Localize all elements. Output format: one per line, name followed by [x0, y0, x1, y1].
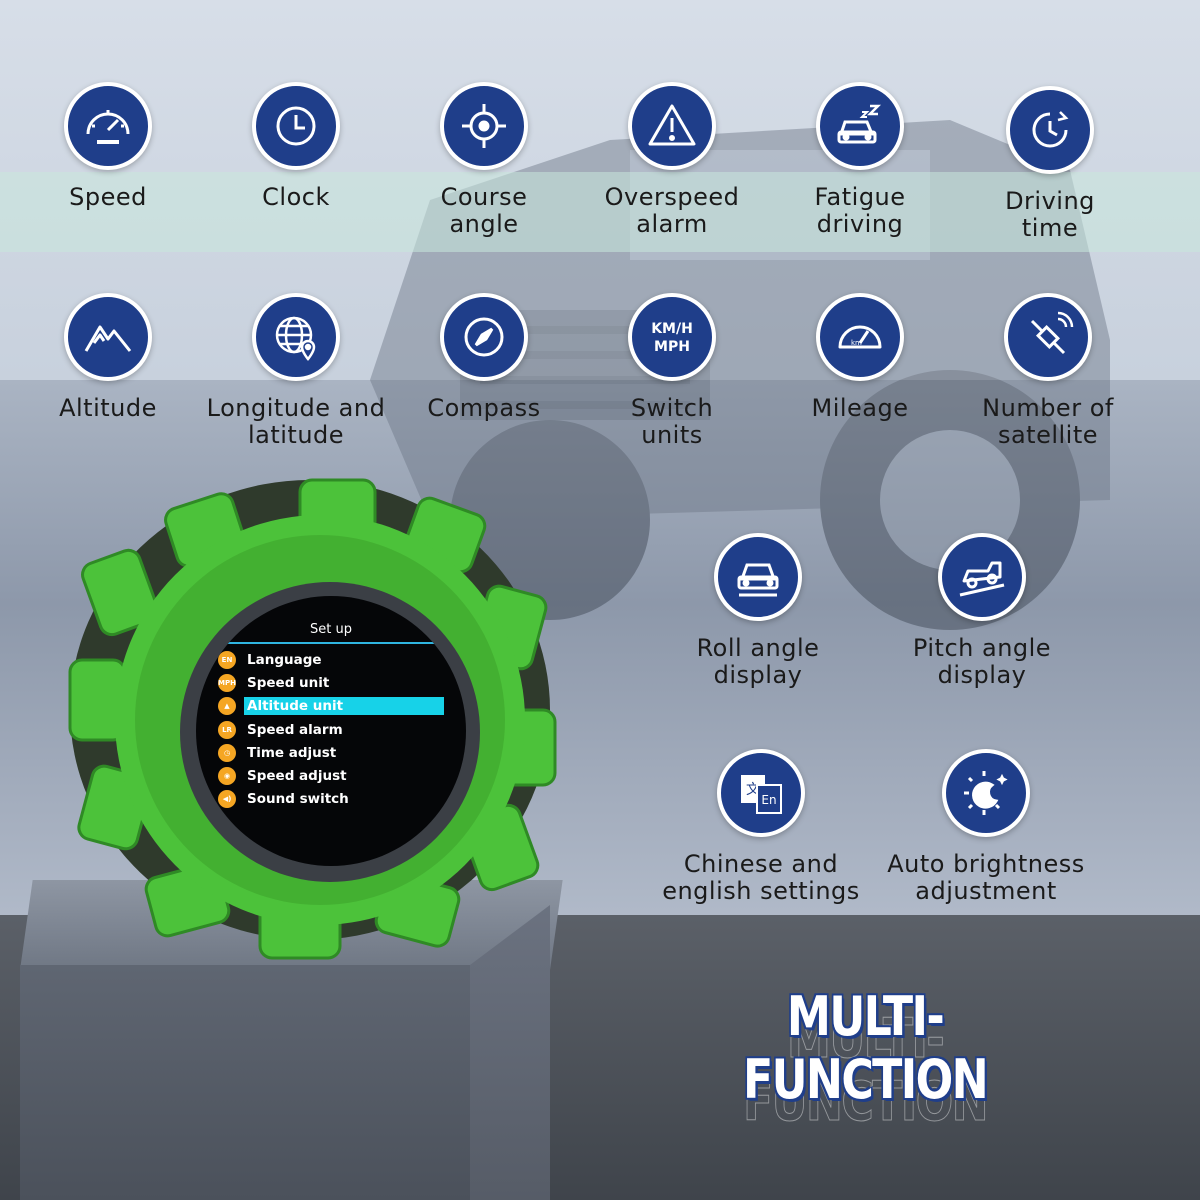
feature-label: Fatigue driving — [814, 183, 906, 238]
speed-alarm-icon: LR — [218, 720, 236, 739]
menu-item-label: Speed alarm — [247, 721, 343, 738]
menu-item-sound-switch[interactable]: ◀) Sound switch — [218, 788, 458, 811]
feature-fatigue-driving: Fatigue driving — [760, 82, 960, 238]
pedestal-front — [20, 965, 470, 1200]
speed-unit-icon: MPH — [218, 673, 236, 692]
menu-item-label: Time adjust — [247, 744, 337, 761]
menu-item-altitude-unit[interactable]: ▲ Altitude unit — [218, 695, 458, 718]
feature-label: Mileage — [811, 394, 909, 422]
feature-language: 文 En Auto brightness adjustment Chinese … — [661, 749, 861, 905]
feature-course-angle: Course angle — [384, 82, 584, 238]
feature-label: Pitch angle display — [912, 634, 1052, 689]
sleeping-car-icon — [816, 82, 904, 170]
highlight-band — [0, 172, 1200, 252]
translate-icon: 文 En — [717, 749, 805, 837]
feature-longitude-latitude: Longitude and latitude — [196, 293, 396, 449]
feature-pitch-angle: Pitch angle display — [882, 533, 1082, 689]
feature-altitude: Altitude — [8, 293, 208, 422]
feature-label: Switch units — [630, 394, 714, 449]
menu-item-language[interactable]: EN Language — [218, 648, 458, 671]
menu-item-label: Speed adjust — [247, 768, 347, 785]
feature-mileage: km Mileage — [760, 293, 960, 422]
feature-label: Auto brightness adjustment — [887, 850, 1085, 905]
car-roll-icon — [714, 533, 802, 621]
feature-label: Driving time — [1005, 187, 1095, 242]
compass-icon — [440, 293, 528, 381]
car-pitch-icon — [938, 533, 1026, 621]
satellite-icon — [1004, 293, 1092, 381]
screen-divider — [210, 642, 454, 644]
feature-switch-units: KM/H MPH Switch units — [572, 293, 772, 449]
feature-overspeed-alarm: Overspeed alarm — [572, 82, 772, 238]
feature-label: Clock — [262, 183, 330, 211]
feature-number-of-satellite: Number of satellite — [948, 293, 1148, 449]
feature-label: Compass — [427, 394, 541, 422]
feature-label: Roll angle display — [696, 634, 820, 689]
timer-icon — [1006, 86, 1094, 174]
headline: MULTI-FUNCTION MULTI-FUNCTION — [675, 985, 1055, 1134]
feature-driving-time: Driving time — [950, 86, 1150, 242]
feature-roll-angle: Roll angle display — [658, 533, 858, 689]
feature-label: Altitude — [59, 394, 157, 422]
translate-en-text: En — [761, 793, 776, 807]
language-icon: EN — [218, 650, 236, 669]
screen-title: Set up — [310, 622, 352, 637]
altitude-unit-icon: ▲ — [218, 697, 236, 716]
menu-item-speed-unit[interactable]: MPH Speed unit — [218, 671, 458, 694]
feature-clock: Clock — [196, 82, 396, 211]
menu-item-label: Sound switch — [247, 791, 349, 808]
feature-brightness: Auto brightness adjustment — [886, 749, 1086, 905]
headline-echo: MULTI-FUNCTION — [742, 1007, 989, 1134]
speedometer-icon — [64, 82, 152, 170]
feature-label: Course angle — [440, 183, 528, 238]
time-adjust-icon: ◷ — [218, 743, 236, 762]
menu-item-label: Altitude unit — [244, 697, 444, 716]
units-icon: KM/H MPH — [628, 293, 716, 381]
feature-speed: Speed — [8, 82, 208, 211]
menu-item-speed-adjust[interactable]: ◉ Speed adjust — [218, 764, 458, 787]
mileage-km-text: km — [851, 339, 862, 347]
globe-pin-icon — [252, 293, 340, 381]
feature-label: Number of satellite — [982, 394, 1114, 449]
speed-adjust-icon: ◉ — [218, 767, 236, 786]
feature-compass: Compass — [384, 293, 584, 422]
mountain-icon — [64, 293, 152, 381]
headline-text: MULTI-FUNCTION — [742, 985, 989, 1111]
menu-item-label: Speed unit — [247, 674, 330, 691]
menu-item-speed-alarm[interactable]: LR Speed alarm — [218, 718, 458, 741]
clock-icon — [252, 82, 340, 170]
sound-icon: ◀) — [218, 790, 236, 809]
odometer-icon: km — [816, 293, 904, 381]
units-mph-text: MPH — [654, 339, 690, 355]
units-kmh-text: KM/H — [651, 321, 693, 337]
warning-icon — [628, 82, 716, 170]
feature-label: Chinese and english settings — [662, 850, 860, 905]
menu-item-label: Language — [247, 651, 322, 668]
device-screen: Set up EN Language MPH Speed unit ▲ Alti… — [196, 596, 466, 866]
settings-menu: EN Language MPH Speed unit ▲ Altitude un… — [218, 648, 458, 811]
feature-label: Speed — [69, 183, 147, 211]
crosshair-icon — [440, 82, 528, 170]
feature-label: Overspeed alarm — [604, 183, 740, 238]
feature-label: Longitude and latitude — [206, 394, 386, 449]
menu-item-time-adjust[interactable]: ◷ Time adjust — [218, 741, 458, 764]
brightness-icon — [942, 749, 1030, 837]
